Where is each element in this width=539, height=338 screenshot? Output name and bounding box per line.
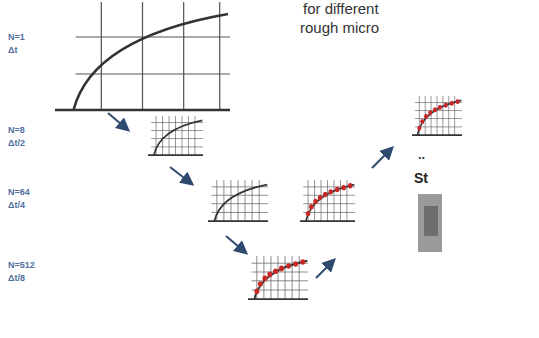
level-count: N=64 <box>8 188 30 198</box>
arrow-up <box>372 148 392 168</box>
heading-text: St <box>414 171 428 186</box>
refine-arrows <box>108 113 392 278</box>
level-count: N=512 <box>8 261 35 271</box>
level-count: N=8 <box>8 126 25 136</box>
grid-level-3 <box>208 180 268 221</box>
level-count: N=1 <box>8 33 25 43</box>
body-text: for different <box>303 1 379 18</box>
coarse-grid <box>55 2 230 110</box>
time-step: Δt/8 <box>8 274 25 284</box>
arrow-down <box>226 236 246 253</box>
arrow-down <box>170 167 192 184</box>
body-text: rough micro <box>300 20 379 37</box>
red-samples <box>254 259 305 294</box>
grid-level-2 <box>148 116 203 155</box>
arrow-down <box>108 113 128 130</box>
grid-level-4 <box>248 256 308 299</box>
time-step: Δt/4 <box>8 201 25 211</box>
red-samples <box>417 99 459 131</box>
time-step: Δt <box>8 46 17 56</box>
ellipsis: .. <box>418 148 425 162</box>
time-step: Δt/2 <box>8 139 25 149</box>
photo-fragment <box>424 206 438 236</box>
red-samples <box>306 183 353 216</box>
portrait-photo <box>418 194 442 252</box>
arrow-up <box>316 260 334 278</box>
grid-level-3-back <box>300 180 355 221</box>
grid-level-2-back <box>412 96 462 135</box>
photo-fragment <box>418 194 442 252</box>
